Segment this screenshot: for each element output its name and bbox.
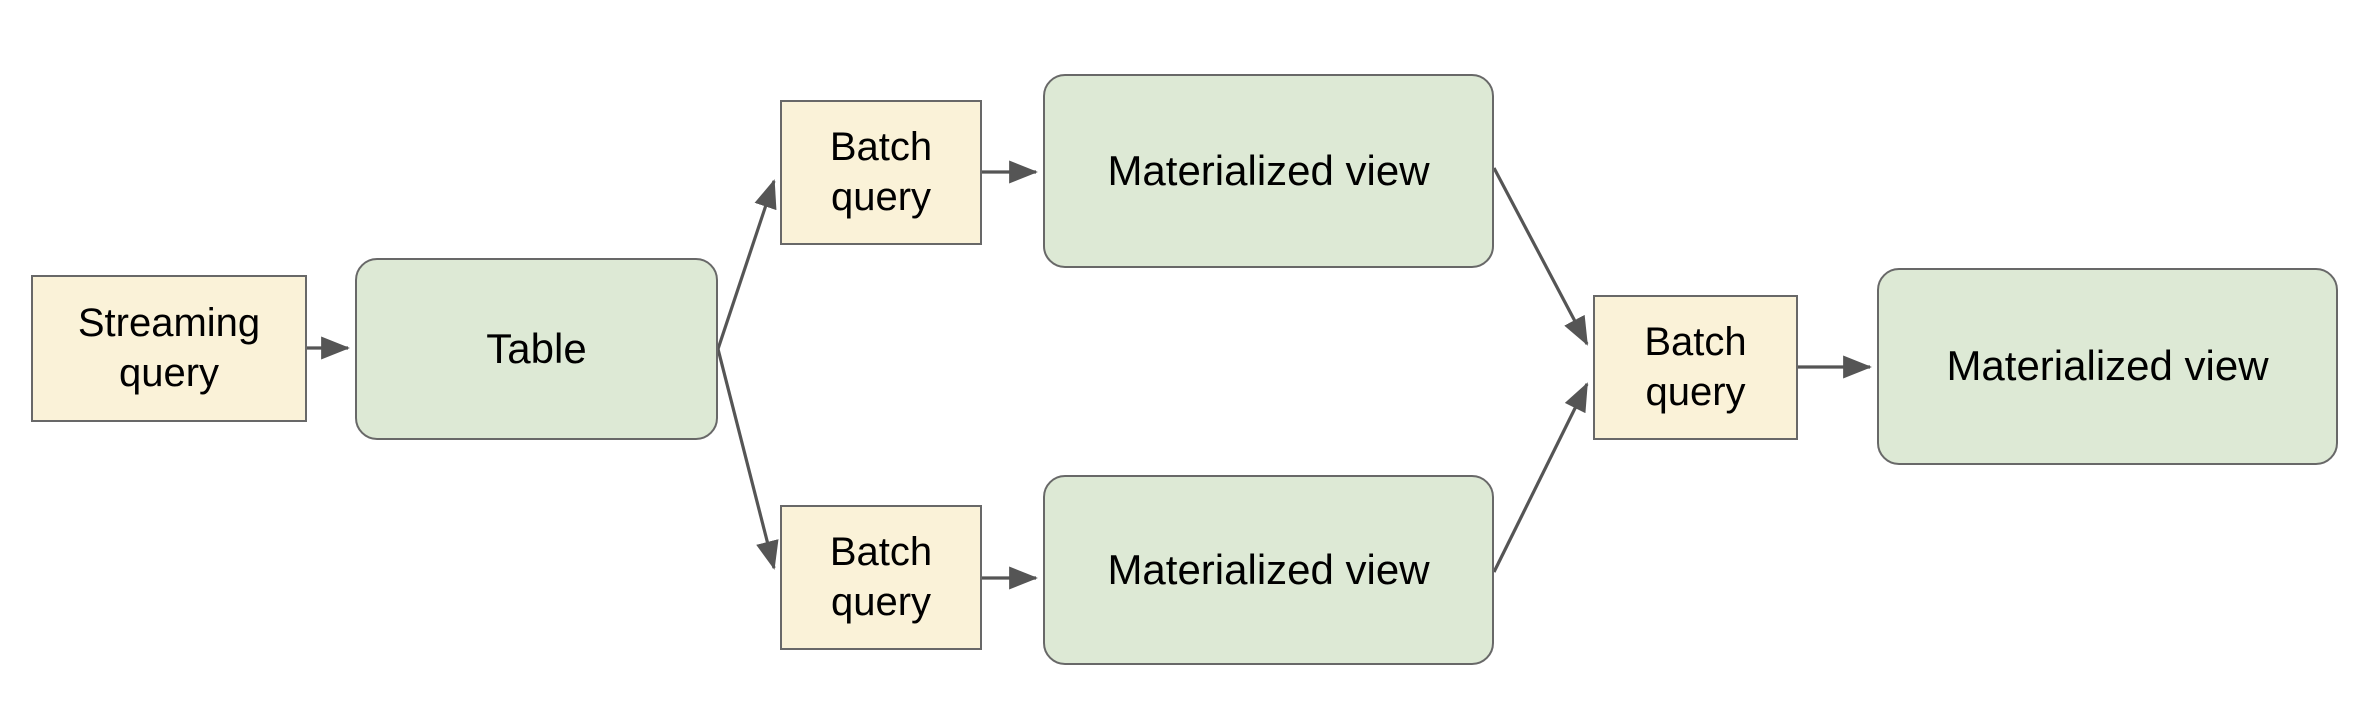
node-batch-query-right[interactable]: Batch query — [1593, 295, 1798, 440]
edge-table-to-batch-top — [716, 179, 777, 350]
node-streaming-query-label: Streaming query — [77, 300, 261, 395]
node-materialized-view-bottom[interactable]: Materialized view — [1043, 475, 1494, 665]
node-materialized-view-top[interactable]: Materialized view — [1043, 74, 1494, 268]
edge-mv-top-to-batch-right — [1492, 167, 1589, 346]
node-materialized-view-top-label: Materialized view — [1107, 146, 1430, 194]
node-materialized-view-bottom-label: Materialized view — [1107, 545, 1430, 593]
node-materialized-view-right-label: Materialized view — [1946, 342, 2269, 390]
node-batch-query-right-label: Batch query — [1644, 319, 1747, 414]
edge-mv-bottom-to-batch-right — [1492, 382, 1589, 573]
edge-table-to-batch-bottom — [716, 348, 779, 570]
node-materialized-view-right[interactable]: Materialized view — [1877, 268, 2338, 465]
node-batch-query-bottom-label: Batch query — [829, 529, 933, 624]
node-streaming-query[interactable]: Streaming query — [31, 275, 307, 422]
node-table[interactable]: Table — [355, 258, 718, 440]
node-batch-query-top[interactable]: Batch query — [780, 100, 982, 245]
node-batch-query-bottom[interactable]: Batch query — [780, 505, 982, 650]
node-table-label: Table — [486, 324, 587, 372]
node-batch-query-top-label: Batch query — [829, 124, 933, 219]
